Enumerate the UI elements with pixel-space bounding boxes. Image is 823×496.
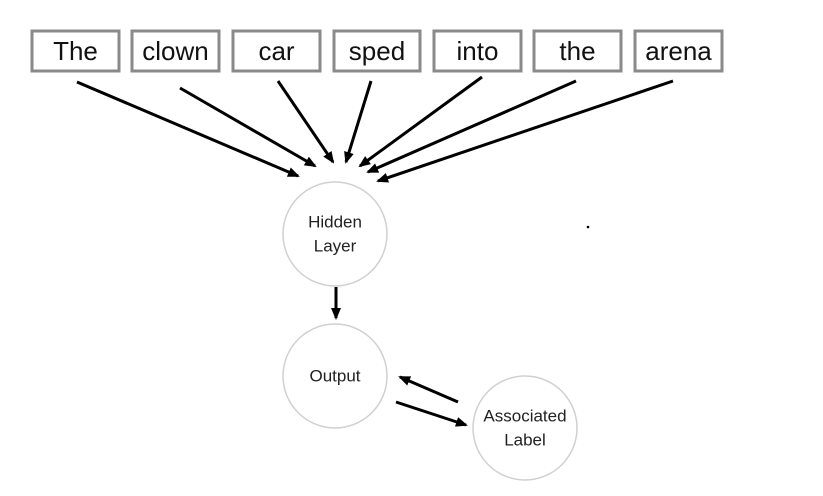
word-box-2: clown: [130, 29, 221, 73]
word-label: car: [258, 36, 294, 66]
word-box-7: arena: [633, 29, 724, 73]
arrow-output-to-label: [395, 400, 468, 427]
arrow-label-to-output: [398, 375, 459, 404]
word-box-4: sped: [332, 29, 422, 73]
arrow-word7-to-hidden: [376, 79, 674, 183]
word-box-1: The: [30, 29, 121, 73]
word-label: sped: [349, 36, 405, 66]
arrow-word6-to-hidden: [366, 79, 577, 174]
associated-label-node: Associated Label: [472, 375, 578, 481]
word-box-5: into: [432, 29, 523, 73]
arrow-word5-to-hidden: [358, 75, 483, 168]
hidden-layer-node: Hidden Layer: [282, 181, 388, 287]
word-box-3: car: [231, 29, 322, 73]
word-label: into: [457, 36, 499, 66]
associated-label-line2: Label: [504, 431, 546, 450]
word-box-6: the: [532, 29, 623, 73]
arrow-word1-to-hidden: [76, 80, 300, 178]
associated-label-line1: Associated: [483, 407, 566, 426]
word-label: The: [53, 36, 98, 66]
arrow-word3-to-hidden: [276, 80, 335, 164]
stray-dot: [586, 225, 590, 229]
hidden-layer-label-line2: Layer: [314, 237, 357, 256]
arrow-word2-to-hidden: [179, 86, 317, 168]
output-node: Output: [282, 323, 388, 429]
output-label: Output: [309, 367, 360, 386]
word-label: the: [559, 36, 595, 66]
word-label: clown: [142, 36, 208, 66]
arrow-word4-to-hidden: [344, 80, 373, 164]
word-label: arena: [645, 36, 712, 66]
hidden-layer-label-line1: Hidden: [308, 213, 362, 232]
